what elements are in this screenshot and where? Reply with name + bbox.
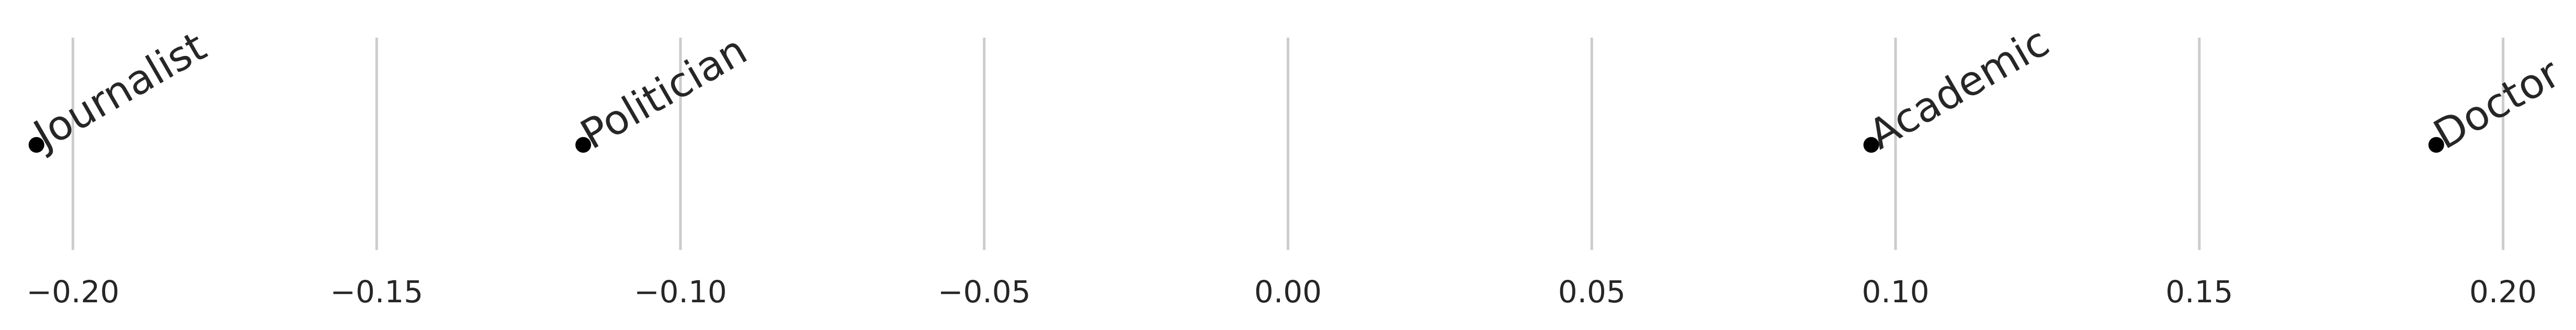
data-point (575, 137, 592, 153)
data-points: Journalist Politician Academic Doctor (24, 18, 2568, 160)
data-point (28, 137, 44, 153)
data-point (2428, 137, 2444, 153)
x-tick-label: 0.05 (1558, 274, 1626, 310)
data-point (1863, 137, 1879, 153)
x-tick-labels: −0.20 −0.15 −0.10 −0.05 0.00 0.05 0.10 0.15 0.20 (27, 274, 2537, 310)
x-tick-label: 0.20 (2469, 274, 2537, 310)
point-label: Academic (1861, 18, 2057, 158)
point-label: Politician (573, 27, 755, 159)
point-label: Journalist (24, 23, 214, 160)
x-tick-label: −0.20 (27, 274, 120, 310)
x-tick-label: 0.00 (1254, 274, 1322, 310)
x-tick-label: −0.15 (330, 274, 423, 310)
x-tick-label: 0.10 (1862, 274, 1929, 310)
grid-lines (71, 38, 2505, 250)
x-tick-label: −0.05 (938, 274, 1031, 310)
point-label: Doctor (2426, 50, 2568, 159)
x-tick-label: −0.10 (634, 274, 727, 310)
x-tick-label: 0.15 (2165, 274, 2233, 310)
